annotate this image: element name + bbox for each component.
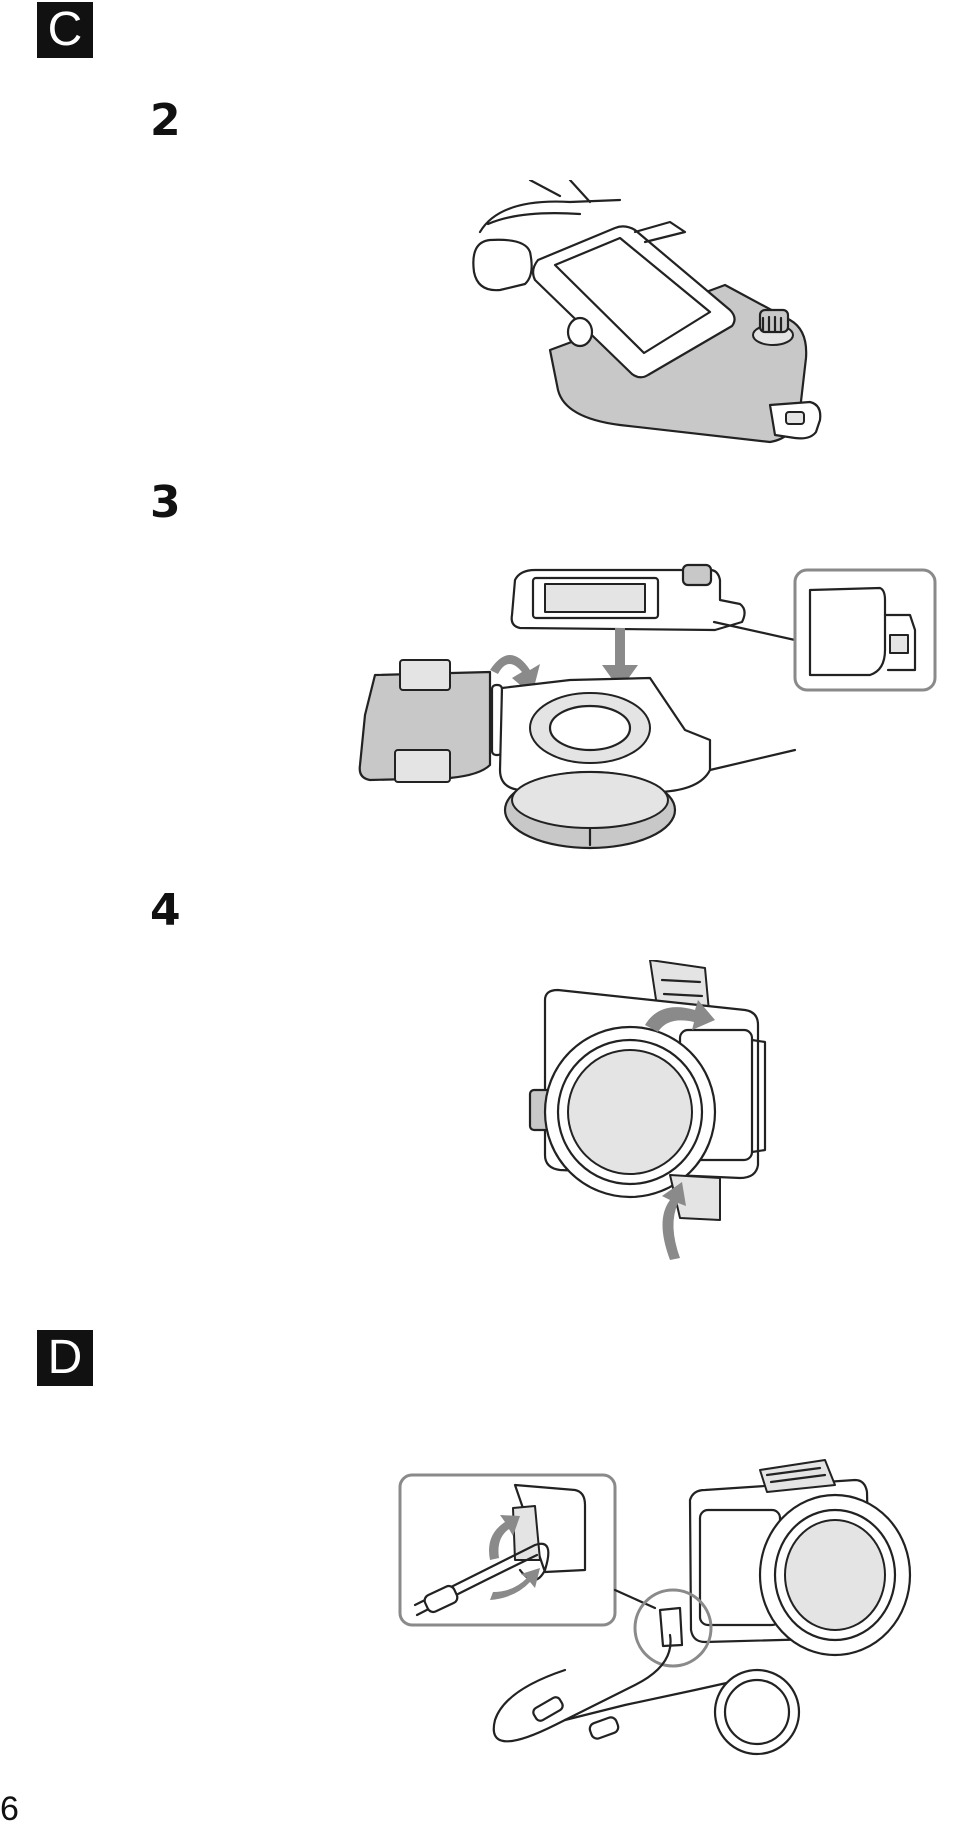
hand-thumb <box>472 238 533 292</box>
detail-strap-stopper <box>423 1584 459 1614</box>
step-2-illustration <box>472 180 822 444</box>
strap-clip <box>532 1696 564 1722</box>
detail-latch <box>808 586 887 677</box>
step-4-illustration <box>528 960 767 1260</box>
detail-arrow-down <box>490 1568 540 1600</box>
strap-stopper <box>588 1716 620 1740</box>
page-number: 6 <box>0 1790 19 1828</box>
latch-top <box>399 659 451 691</box>
latch-bottom <box>394 749 451 783</box>
attachment-highlight-circle <box>633 1588 713 1668</box>
camera-body <box>531 225 736 379</box>
step-number-3: 3 <box>150 477 181 528</box>
lens-cap <box>713 1668 801 1756</box>
section-badge-c: C <box>37 2 93 58</box>
detail-arrow-up <box>489 1515 520 1560</box>
camera-screen <box>553 236 712 355</box>
callout-lines <box>708 620 797 772</box>
strap-cord <box>492 1633 672 1743</box>
down-arrow <box>602 628 638 690</box>
lens-port-glass <box>784 1519 886 1631</box>
step-number-4: 4 <box>150 885 181 936</box>
step-3-illustration <box>358 563 937 850</box>
section-d-illustration <box>398 1459 912 1756</box>
section-badge-d: D <box>37 1330 93 1386</box>
latch-arrow-bottom <box>662 1182 686 1260</box>
lens-port-glass <box>567 1049 693 1175</box>
detail-callout-line <box>613 1588 657 1610</box>
latch-arrow-top <box>645 1000 715 1032</box>
hand-fingers <box>478 180 622 234</box>
step-number-2: 2 <box>150 95 181 146</box>
